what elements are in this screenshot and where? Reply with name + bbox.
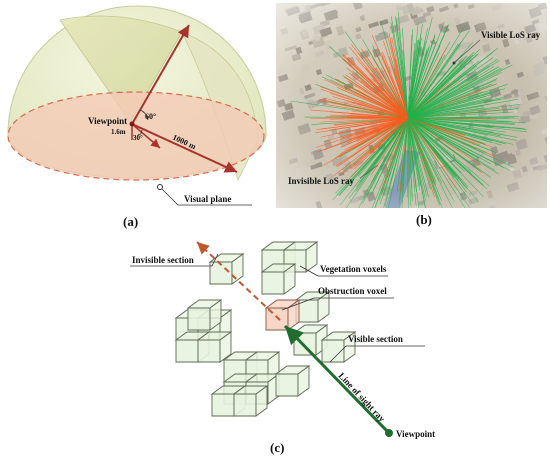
line-of-sight-label: Line of sight ray [337, 371, 388, 424]
panel-c: Invisible section Vegetation voxels Obst… [130, 242, 435, 455]
vegetation-voxel [234, 386, 267, 416]
viewpoint-marker [130, 122, 135, 127]
angle-30-label: 30° [133, 134, 143, 142]
city-building [547, 5, 550, 10]
height-label: 1.6m [111, 128, 126, 136]
panel-c-viewpoint-marker [385, 429, 393, 437]
panel-c-viewpoint-label: Viewpoint [396, 429, 435, 439]
obstruction-voxel-label: Obstruction voxel [318, 286, 387, 296]
vegetation-voxel [198, 332, 231, 362]
angle-60-label: 60° [145, 112, 156, 121]
panel-a: Viewpoint 1.6m 60° 30° 1000 m Visual pla… [8, 6, 266, 229]
vegetation-voxel [276, 366, 309, 396]
panel-c-caption: (c) [270, 440, 284, 455]
invisible-ray-label: Invisible LoS ray [288, 176, 355, 186]
vegetation-voxel [262, 264, 295, 294]
vegetation-voxel [296, 292, 329, 322]
panel-b: Visible LoS ray Invisible LoS ray (b) [276, 0, 550, 227]
vegetation-voxels-label: Vegetation voxels [320, 264, 387, 274]
panel-b-caption: (b) [416, 212, 432, 227]
panel-a-caption: (a) [123, 214, 138, 229]
visible-section-label: Visible section [348, 334, 403, 344]
visual-plane-pointer-dot [158, 185, 163, 190]
panel-a-viewpoint-label: Viewpoint [88, 116, 127, 126]
visual-plane-label: Visual plane [184, 194, 231, 204]
invisible-section-label: Invisible section [132, 255, 194, 265]
vegetation-voxel [188, 300, 221, 330]
visible-ray-label: Visible LoS ray [481, 30, 541, 40]
obstruction-voxel [266, 300, 299, 330]
